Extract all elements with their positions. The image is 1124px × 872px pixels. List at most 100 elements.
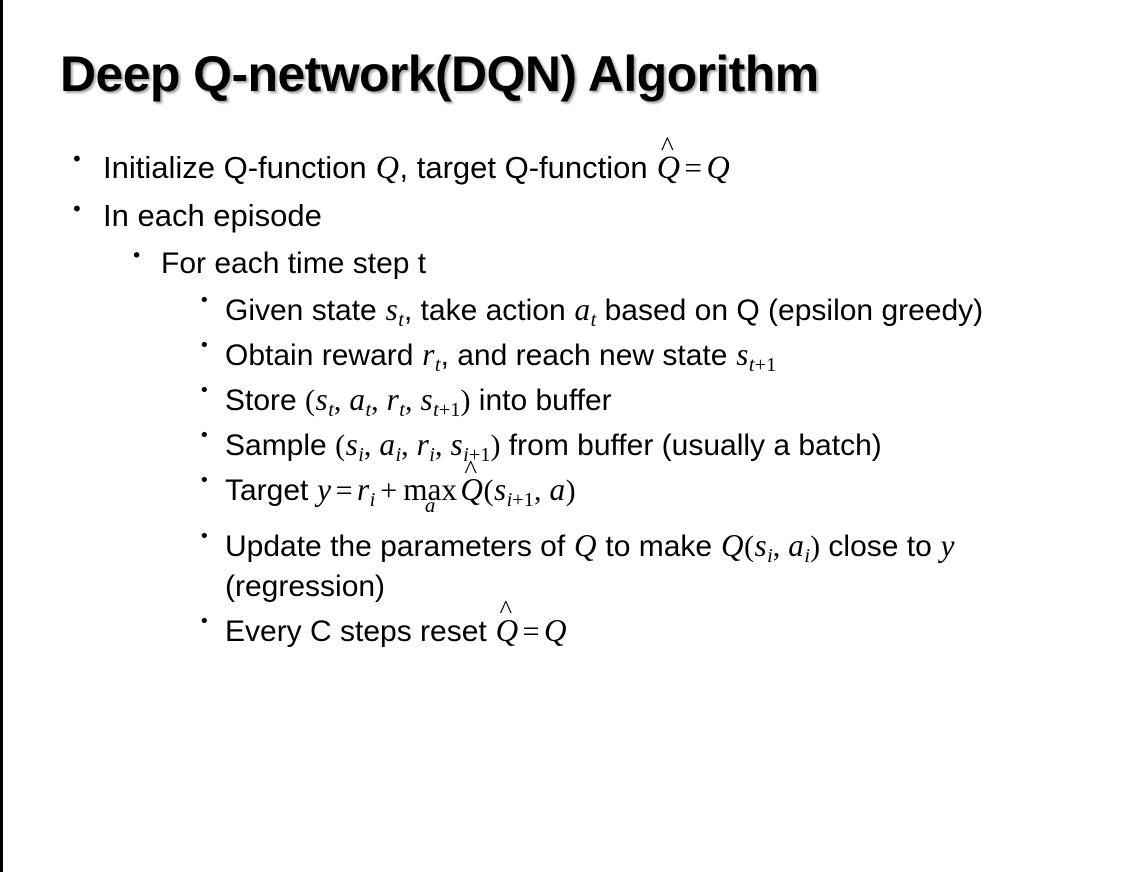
bullet-reset-text: Every C steps reset ^Q=Q bbox=[225, 596, 1095, 652]
bullet-update-parameters: • Update the parameters of Q to make Q(s… bbox=[3, 525, 1124, 607]
math-var-a: a bbox=[574, 292, 591, 328]
math-sub-i: i bbox=[429, 444, 435, 467]
math-glyph: Q bbox=[656, 149, 681, 185]
bullet-list: • Initialize Q-function Q, target Q-func… bbox=[3, 132, 1124, 655]
math-paren-close: ) bbox=[490, 429, 501, 463]
bullet-obtain-reward: • Obtain reward rt, and reach new state … bbox=[3, 334, 1124, 376]
math-var-q-hat: ^Q bbox=[460, 455, 484, 511]
hat-accent-icon: ^ bbox=[499, 594, 513, 625]
bullet-dot-icon: • bbox=[71, 147, 83, 171]
math-paren-close: ) bbox=[565, 473, 576, 507]
math-sub-t: t bbox=[399, 399, 405, 422]
math-comma: , bbox=[363, 429, 379, 463]
bullet-dot-icon: • bbox=[71, 196, 83, 221]
math-paren-close: ) bbox=[460, 384, 471, 418]
math-var-r: r bbox=[416, 427, 429, 463]
math-var-q2: Q bbox=[706, 149, 730, 185]
math-paren-open: ( bbox=[483, 473, 494, 507]
bullet-initialize-text: Initialize Q-function Q, target Q-functi… bbox=[103, 132, 1124, 189]
math-sub-t: t bbox=[365, 399, 372, 422]
math-comma: , bbox=[404, 384, 420, 418]
bullet-dot-icon: • bbox=[199, 290, 210, 312]
math-var-r: r bbox=[386, 382, 399, 418]
bullet-dot-icon: • bbox=[199, 380, 210, 402]
math-var-r: r bbox=[356, 471, 370, 507]
math-var-q: Q bbox=[574, 527, 597, 563]
math-var-q-hat: ^Q bbox=[656, 132, 681, 189]
math-sub-t-plus-1: t+1 bbox=[749, 354, 776, 376]
math-var-s: s bbox=[345, 427, 358, 463]
math-paren-close: ) bbox=[810, 529, 821, 563]
math-var-q-hat: ^Q bbox=[495, 596, 519, 652]
math-glyph: Q bbox=[495, 612, 519, 648]
math-comma: , bbox=[533, 473, 549, 507]
math-paren-open: ( bbox=[305, 384, 316, 418]
math-var-s: s bbox=[315, 382, 328, 418]
bullet-episode-text: In each episode bbox=[103, 197, 322, 233]
math-sub-i-plus-1: i+1 bbox=[463, 444, 490, 466]
max-limit-a: a bbox=[424, 493, 436, 518]
math-paren-open: ( bbox=[743, 529, 754, 563]
text-run: to make bbox=[597, 529, 721, 563]
math-var-a: a bbox=[549, 471, 566, 507]
math-sub-t: t bbox=[328, 399, 334, 422]
text-run: , and reach new state bbox=[440, 339, 736, 373]
bullet-dot-icon: • bbox=[199, 335, 210, 357]
bullet-update-text: Update the parameters of Q to make Q(si,… bbox=[225, 525, 1095, 607]
bullet-obtain-reward-text: Obtain reward rt, and reach new state st… bbox=[225, 334, 1095, 376]
text-run: , take action bbox=[403, 294, 574, 328]
math-sub-t: t bbox=[590, 309, 597, 332]
math-comma: , bbox=[401, 429, 417, 463]
bullet-dot-icon: • bbox=[131, 244, 143, 267]
math-comma: , bbox=[333, 384, 349, 418]
sub-base: i bbox=[463, 444, 469, 467]
math-sub-t-plus-1: t+1 bbox=[433, 399, 460, 421]
bullet-dot-icon: • bbox=[199, 425, 210, 447]
sub-base: i bbox=[506, 489, 513, 512]
math-var-s: s bbox=[754, 527, 767, 563]
bullet-every-c-steps-reset: • Every C steps reset ^Q=Q bbox=[3, 596, 1124, 652]
text-run: close to bbox=[820, 529, 941, 563]
text-run: Sample bbox=[225, 429, 336, 463]
sub-base: t bbox=[748, 354, 755, 377]
hat-accent-icon: ^ bbox=[660, 130, 674, 162]
sub-offset: +1 bbox=[754, 354, 777, 377]
text-run: Every C steps reset bbox=[225, 614, 496, 648]
bullet-initialize-q-function: • Initialize Q-function Q, target Q-func… bbox=[3, 132, 1124, 189]
bullet-dot-icon: • bbox=[199, 469, 210, 491]
bullet-given-state: • Given state st, take action at based o… bbox=[3, 289, 1124, 331]
text-run: based on Q (epsilon greedy) bbox=[596, 294, 984, 328]
math-sub-i: i bbox=[804, 544, 811, 567]
math-plus: + bbox=[380, 473, 398, 507]
math-var-s: s bbox=[736, 337, 749, 373]
math-sub-i-plus-1: i+1 bbox=[507, 489, 534, 511]
math-comma: , bbox=[371, 384, 387, 418]
bullet-sample-text: Sample (si, ai, ri, si+1) from buffer (u… bbox=[225, 424, 1095, 466]
math-equals: = bbox=[522, 614, 540, 648]
math-var-s: s bbox=[385, 292, 398, 328]
math-var-q: Q bbox=[375, 149, 400, 185]
math-var-a: a bbox=[379, 427, 395, 463]
math-var-r: r bbox=[422, 337, 435, 373]
math-var-a: a bbox=[349, 382, 365, 418]
bullet-dot-icon: • bbox=[199, 610, 210, 632]
text-run: Obtain reward bbox=[225, 339, 422, 373]
text-run: Given state bbox=[225, 294, 386, 328]
math-sub-i: i bbox=[358, 444, 364, 467]
text-run: Store bbox=[225, 384, 306, 418]
math-sub-t: t bbox=[434, 354, 441, 377]
math-sub-i: i bbox=[395, 444, 402, 467]
math-var-q2: Q bbox=[720, 527, 744, 563]
text-run: into buffer bbox=[470, 384, 612, 418]
text-run: Update the parameters of bbox=[225, 529, 574, 563]
text-run: (regression) bbox=[225, 569, 386, 603]
math-var-a: a bbox=[788, 527, 804, 563]
bullet-in-each-episode: • In each episode bbox=[3, 196, 1124, 237]
bullet-timestep-text: For each time step t bbox=[161, 246, 427, 280]
math-sub-i: i bbox=[767, 544, 773, 567]
sub-offset: +1 bbox=[438, 399, 461, 422]
math-comma: , bbox=[434, 429, 450, 463]
